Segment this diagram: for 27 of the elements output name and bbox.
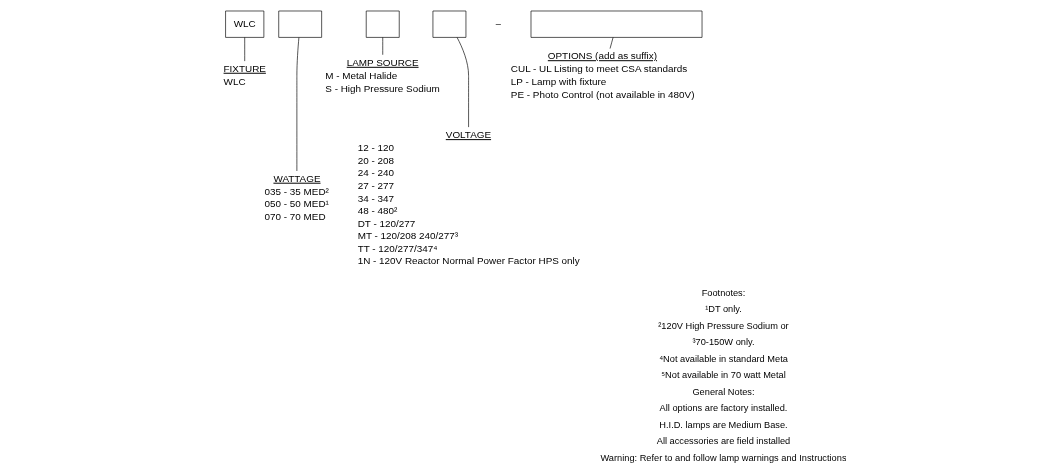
node-text: WATTAGE 035 - 35 MED² 050 - 50 MED¹ 070 - 70 MED <box>264 172 329 222</box>
node-box: WLC <box>224 10 264 38</box>
connector <box>381 37 383 56</box>
node-box <box>530 10 702 38</box>
label: ¹DT only. <box>704 304 742 315</box>
label: General Notes: <box>691 386 755 397</box>
node-box <box>277 10 322 38</box>
label: All accessories are field installed <box>656 436 790 447</box>
label: ²120V High Pressure Sodium or <box>657 320 789 331</box>
node-text: LAMP SOURCE M - Metal Halide S - High Pressure Sodium <box>324 56 440 94</box>
label: Warning: Refer to and follow lamp warnings and Instructions <box>599 452 847 463</box>
label: All options are factory installed. <box>659 403 787 414</box>
connector <box>609 37 613 49</box>
label: ⁴Not available in standard Meta <box>658 353 788 364</box>
connector <box>243 37 245 62</box>
label: ⁵Not available in 70 watt Metal <box>660 370 786 381</box>
label: – <box>495 18 501 29</box>
node-box <box>432 10 466 38</box>
node-text: OPTIONS (add as suffix) CUL - UL Listing to meet CSA standards LP - Lamp with fixture PE - Photo Control (not available in 480V) <box>510 50 694 100</box>
label: H.I.D. lamps are Medium Base. <box>658 419 788 430</box>
label: Footnotes: <box>701 287 745 298</box>
node-box <box>365 10 400 38</box>
label: ³70-150W only. <box>692 337 754 348</box>
node-text: FIXTURE WLC <box>223 62 266 87</box>
connector <box>456 37 469 128</box>
node-text: VOLTAGE 12 - 120 20 - 208 24 - 240 27 - 277 34 - 347 48 - 480² DT - 120/277 MT - 120/208 240/277³ TT - 120/277/347⁴ 1N - 120V Reactor Normal Power Factor HPS only <box>357 129 580 267</box>
connector <box>296 37 299 172</box>
